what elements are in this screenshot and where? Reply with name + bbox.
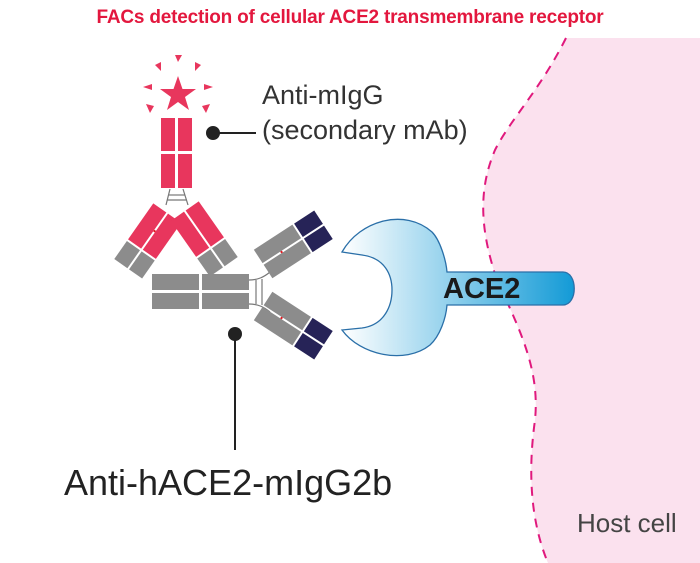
fc-heavy-left-bottom [161,154,175,188]
primary-antibody-label: Anti-hACE2-mIgG2b [64,462,393,503]
ray [146,104,154,113]
primary-antibody [152,210,333,360]
star-icon [160,76,196,110]
hinge [248,271,271,313]
star-burst-icon [143,55,213,113]
secondary-callout [206,126,256,140]
fc-heavy-4 [202,293,249,309]
fab-arm-right [170,201,238,277]
primary-callout [228,327,242,450]
fc-heavy-right-bottom [178,154,192,188]
fc-heavy-1 [152,274,199,290]
host-cell-label: Host cell [577,508,677,538]
secondary-antibody-desc: (secondary mAb) [262,115,468,145]
receptor-label: ACE2 [443,273,521,305]
fab-arm-lower [253,291,333,360]
ray [202,104,210,113]
fc-heavy-3 [152,293,199,309]
fc-heavy-left-top [161,118,175,151]
fab-arm-left [114,203,182,279]
ray [175,55,182,62]
secondary-antibody [114,118,238,279]
hinge [165,188,189,206]
fc-heavy-right-top [178,118,192,151]
secondary-antibody-label: Anti-mIgG (secondary mAb) [262,78,468,148]
fc-heavy-2 [202,274,249,290]
fab-arm-upper [253,210,333,279]
ray [195,62,201,71]
ray [155,62,161,71]
cell-membrane [482,37,567,563]
ray [204,84,213,90]
secondary-antibody-name: Anti-mIgG [262,80,384,110]
host-cell [483,38,700,563]
figure-title: FACs detection of cellular ACE2 transmem… [96,7,604,28]
ace2-receptor [340,218,575,357]
ray [143,84,152,90]
